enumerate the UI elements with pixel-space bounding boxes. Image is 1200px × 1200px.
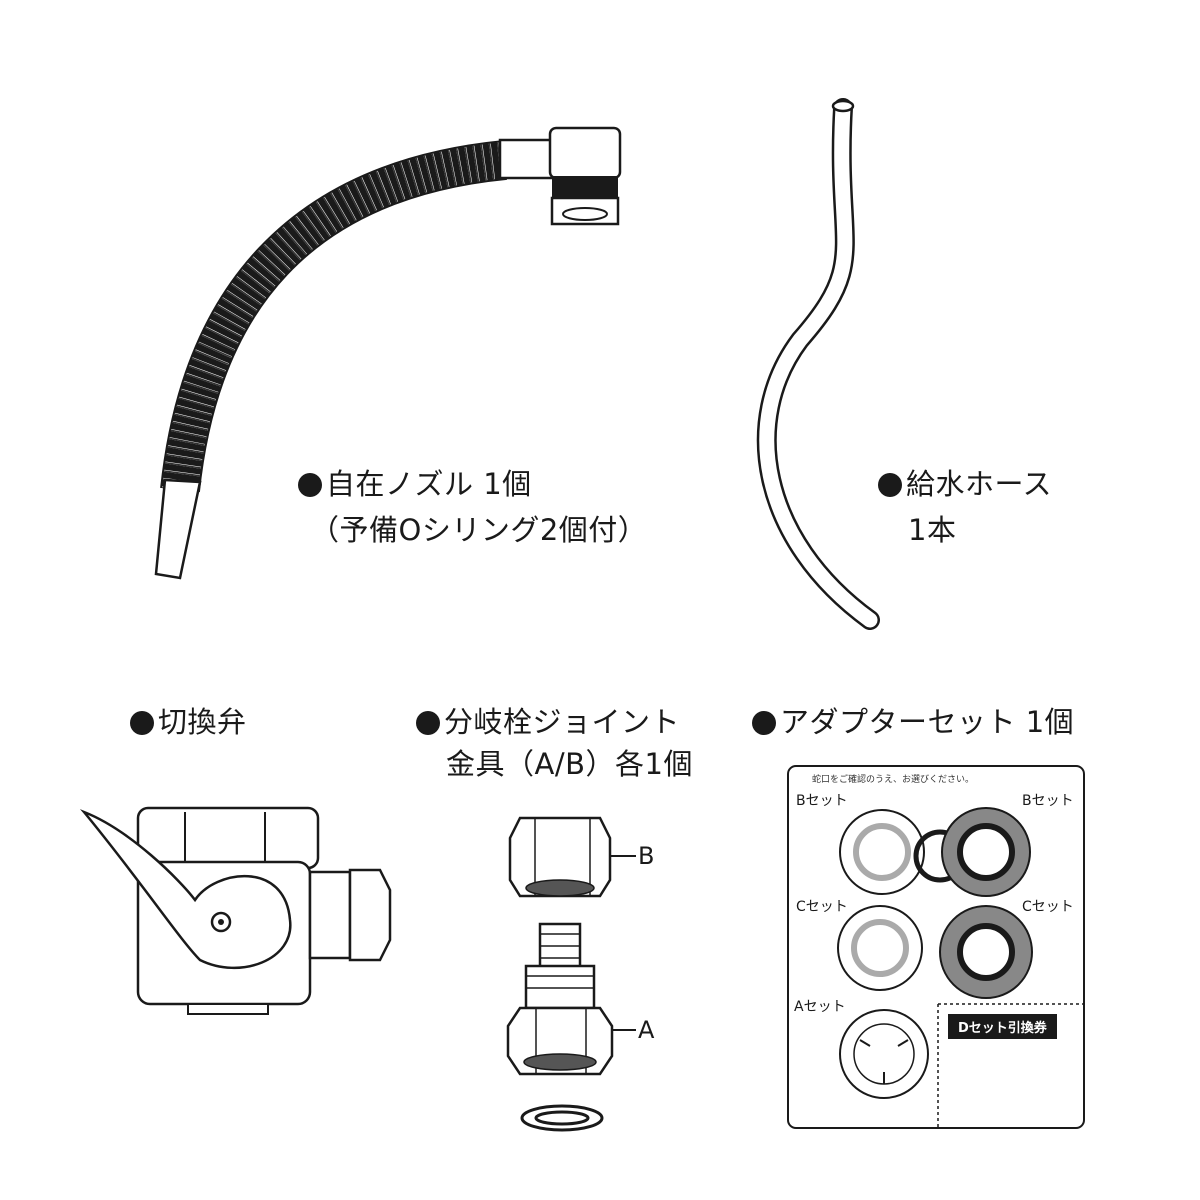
fitting-b-label: B [638, 842, 655, 870]
hose-illustration [756, 98, 880, 630]
adapter-label: アダプターセット 1個 [752, 704, 1074, 740]
joint-label: 分岐栓ジョイント [416, 704, 680, 740]
joint-illustration [506, 816, 636, 1132]
bullet-icon [416, 711, 440, 735]
valve-label: 切換弁 [130, 704, 247, 740]
a-set-label: Aセット [794, 999, 846, 1015]
joint-sublabel: 金具（A/B）各1個 [446, 747, 693, 781]
c-set-right-label: Cセット [1022, 899, 1074, 915]
nozzle-sublabel: （予備Oシリング2個付） [310, 513, 648, 547]
bullet-icon [130, 711, 154, 735]
bullet-icon [878, 473, 902, 497]
fitting-a-label: A [638, 1016, 655, 1044]
adapter-note: 蛇口をご確認のうえ、お選びください。 [812, 775, 975, 785]
hose-label: 給水ホース [878, 466, 1052, 502]
b-set-right-label: Bセット [1022, 793, 1074, 809]
c-set-left-label: Cセット [796, 899, 848, 915]
valve-illustration [79, 806, 392, 1015]
nozzle-label: 自在ノズル 1個 [298, 466, 532, 502]
bullet-icon [752, 711, 776, 735]
nozzle-illustration [154, 126, 622, 580]
hose-sublabel: 1本 [908, 513, 957, 547]
adapter-card [787, 765, 1085, 1129]
bullet-icon [298, 473, 322, 497]
d-set-voucher: Dセット引換券 [948, 1014, 1057, 1039]
b-set-left-label: Bセット [796, 793, 848, 809]
